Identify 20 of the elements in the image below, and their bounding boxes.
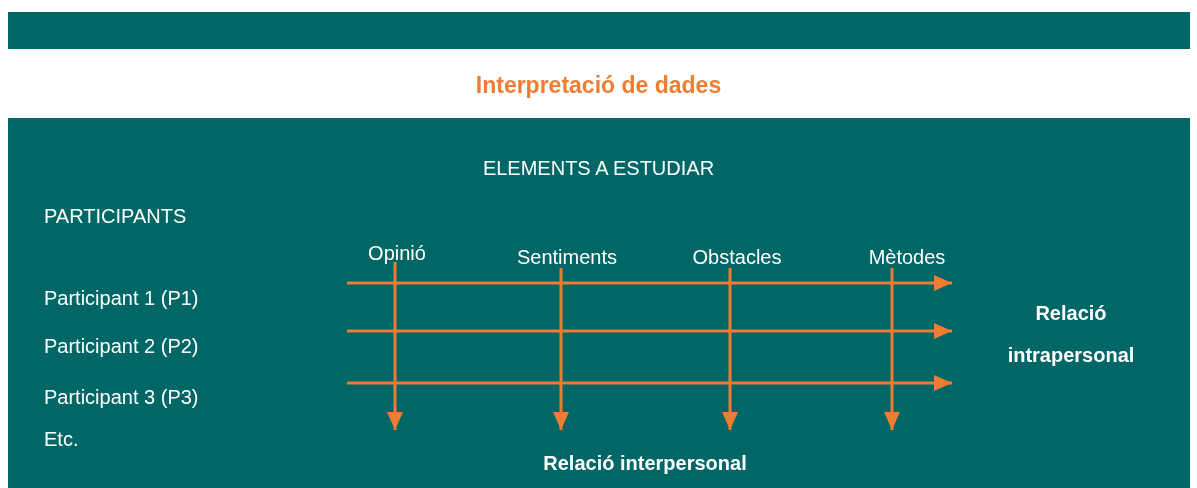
arrow (722, 268, 738, 430)
row-label: Participant 3 (P3) (44, 386, 199, 409)
arrow (347, 275, 952, 291)
arrow (553, 268, 569, 430)
arrow (347, 323, 952, 339)
arrow (387, 262, 403, 430)
row-label: Participant 1 (P1) (44, 287, 199, 310)
row-label: Etc. (44, 428, 79, 451)
arrow (347, 375, 952, 391)
column-heading: Mètodes (857, 244, 957, 270)
row-heading: PARTICIPANTS (44, 205, 187, 228)
title: Interpretació de dades (474, 72, 723, 99)
column-heading: Obstacles (677, 244, 797, 270)
column-heading: Sentiments (502, 244, 632, 270)
column-heading: Opinió (366, 242, 428, 264)
side-label: Relació intrapersonal (952, 292, 1190, 376)
section-heading: ELEMENTS A ESTUDIAR (481, 157, 716, 180)
arrow (884, 268, 900, 430)
row-label: Participant 2 (P2) (44, 335, 199, 358)
axis-label: Relació interpersonal (542, 452, 748, 475)
